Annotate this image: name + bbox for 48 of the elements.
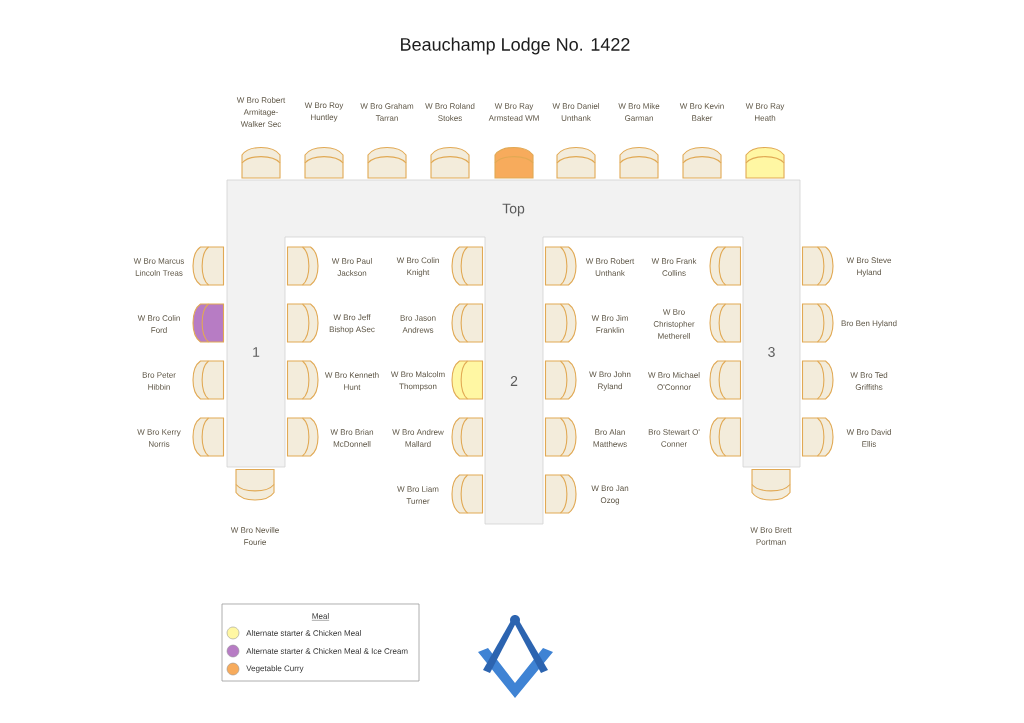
name-label: W Bro Colin Ford	[137, 315, 180, 333]
name-label: W Bro Daniel Unthank	[552, 103, 599, 121]
name-label: W Bro Robert Unthank	[585, 258, 635, 276]
name-label: Bro Alan Matthews	[593, 429, 627, 447]
name-label: W Bro Frank Collins	[651, 258, 697, 276]
name-label: W Bro Roland Stokes	[425, 103, 475, 121]
name-label: Bro Peter Hibbin	[142, 372, 176, 390]
name-label: W Bro Roy Huntley	[304, 102, 344, 122]
name-label: W Bro Ray Armstead WM	[488, 103, 539, 121]
name-label: W Bro Paul Jackson	[331, 258, 372, 276]
name-label: W Bro Brett Portman	[750, 527, 792, 545]
name-label: W Bro Neville Fourie	[230, 527, 279, 545]
name-label: Bro Stewart O' Conner	[648, 429, 700, 447]
name-label: W Bro Colin Knight	[396, 257, 439, 277]
name-label: W Bro Robert Armitage-Walker Sec	[236, 97, 286, 127]
name-label: W Bro Liam Turner	[397, 486, 439, 504]
name-label: W Bro Mike Garman	[618, 103, 660, 121]
name-label: W Bro Steve Hyland	[846, 257, 892, 277]
name-label: W Bro Ted Griffiths	[850, 372, 888, 390]
title: Beauchamp Lodge No. 1422	[401, 37, 630, 55]
name-label: W Bro Brian McDonnell	[330, 429, 374, 447]
table-section: 2	[484, 236, 544, 525]
name-label: W Bro Ray Heath	[745, 103, 785, 121]
name-label: W Bro Christopher Metherell	[653, 309, 695, 339]
node-label: 2	[510, 376, 518, 386]
name-label: W Bro John Ryland	[589, 371, 631, 391]
table-section: 1	[226, 236, 286, 468]
name-label: W Bro Kenneth Hunt	[324, 372, 379, 390]
name-label: W Bro Kevin Baker	[679, 103, 724, 121]
name-label: W Bro Marcus Lincoln Treas	[133, 258, 185, 276]
name-label: W Bro Jim Franklin	[591, 315, 628, 333]
node-label: 1	[253, 347, 260, 357]
legend-text: Vegetable Curry	[246, 665, 304, 673]
name-label: W Bro Jan Ozog	[591, 485, 629, 505]
node-label: 3	[768, 347, 775, 357]
legend-text: Alternate starter & Chicken Meal	[246, 630, 361, 636]
legend-heading: Meal	[311, 613, 330, 621]
name-label: Bro Ben Hyland	[841, 320, 897, 328]
name-label: W Bro Kerry Norris	[137, 429, 181, 447]
name-label: W Bro Jeff Bishop ASec	[329, 314, 375, 334]
name-label: W Bro David Ellis	[846, 429, 891, 447]
name-label: Bro Jason Andrews	[400, 315, 436, 333]
name-label: W Bro Andrew Mallard	[392, 429, 444, 447]
name-label: W Bro Michael O'Connor	[648, 372, 700, 390]
table-section: 3	[742, 236, 801, 468]
name-label: W Bro Graham Tarran	[360, 103, 414, 121]
name-label: W Bro Malcolm Thompson	[390, 371, 445, 391]
legend-text: Alternate starter & Chicken Meal & Ice Cream	[246, 648, 408, 654]
